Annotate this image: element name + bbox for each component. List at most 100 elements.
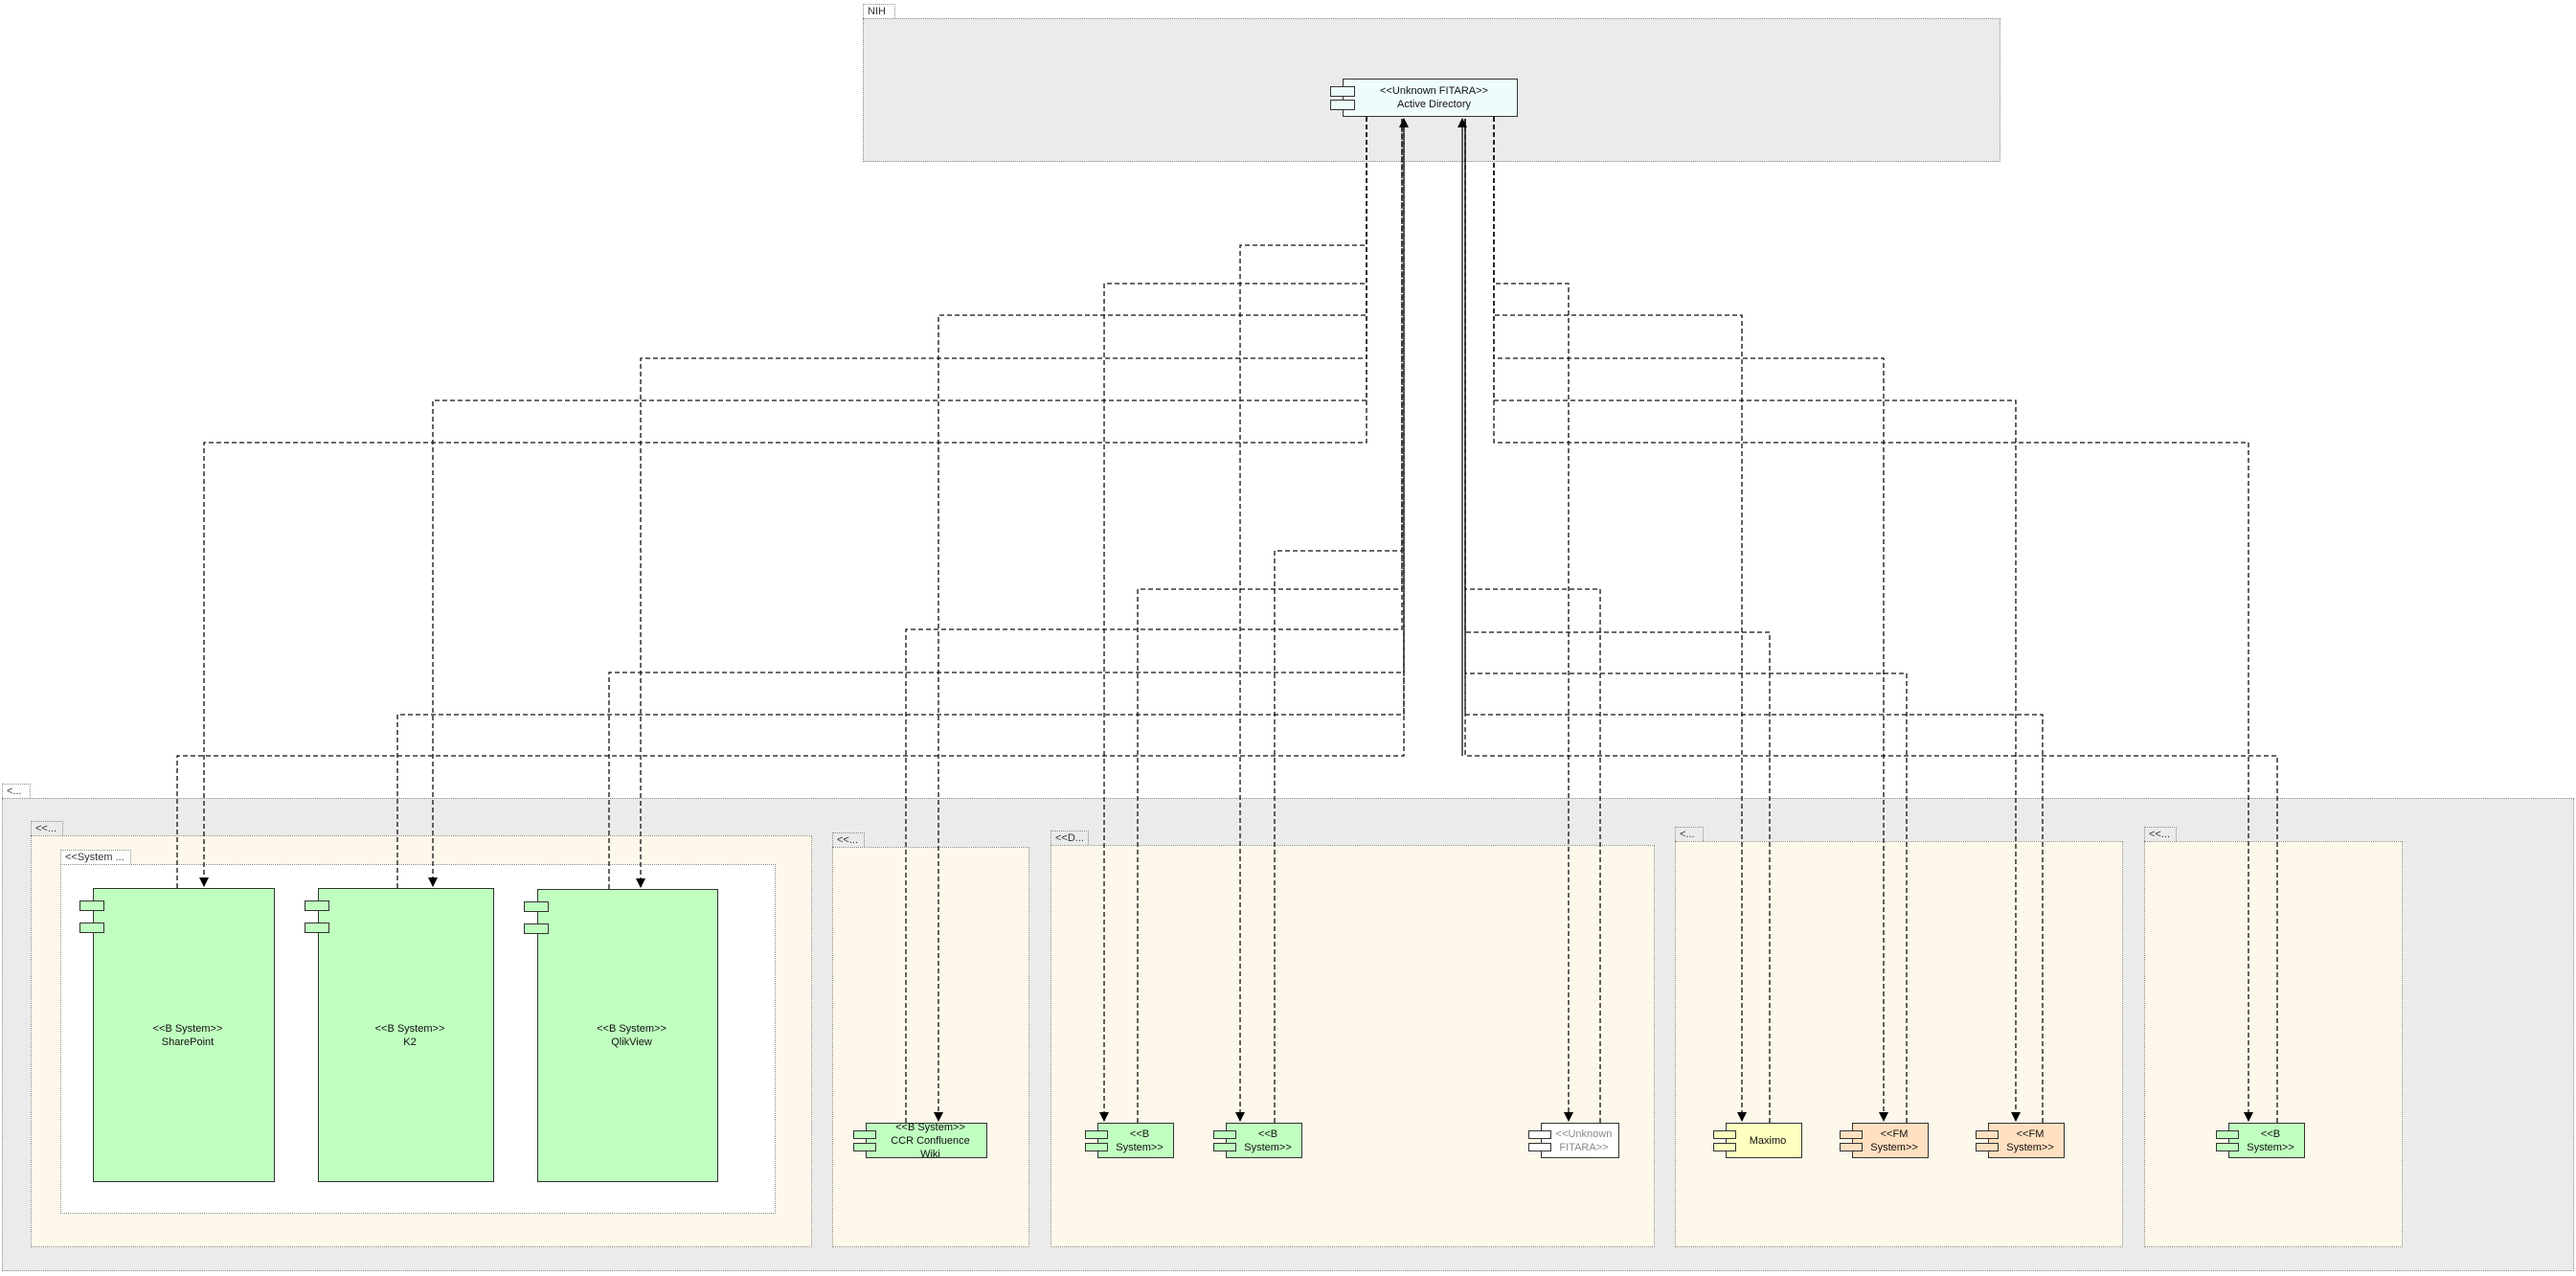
stereotype-label: System>> [1116, 1141, 1164, 1153]
dependency-line [1493, 117, 1573, 1122]
component-maximo[interactable]: Maximo [1726, 1123, 1802, 1158]
dependency-line [608, 119, 1405, 889]
stereotype-label: <<FM [2016, 1128, 2045, 1140]
component-label: <<B System>> SharePoint [140, 1022, 229, 1049]
dependency-line [905, 119, 1403, 1123]
component-name: QlikView [611, 1037, 652, 1048]
component-port-icon [1085, 1130, 1108, 1139]
stereotype-label: <<B System>> [374, 1022, 445, 1035]
component-port-icon [1528, 1143, 1551, 1151]
component-label: <<Unknown FITARA>> Active Directory [1367, 84, 1494, 111]
dependency-line [199, 117, 1367, 887]
component-port-icon [1840, 1130, 1863, 1139]
package-tab-group-a-inner: <<System ... [60, 850, 131, 864]
component-port-icon [524, 923, 549, 934]
package-tab-group-a: <<... [31, 821, 63, 835]
component-port-icon [305, 900, 329, 911]
component-port-icon [524, 901, 549, 912]
dependency-line [1099, 117, 1367, 1122]
stereotype-label: System>> [1244, 1141, 1292, 1153]
component-unknown-fitara[interactable]: <<Unknown FITARA>> [1541, 1123, 1619, 1158]
package-group-d[interactable] [1675, 841, 2123, 1247]
component-label: <<B System>> [1231, 1128, 1298, 1154]
component-fm-system-2[interactable]: <<FM System>> [1988, 1123, 2065, 1158]
package-group-b[interactable] [832, 847, 1029, 1247]
component-sharepoint[interactable]: <<B System>> SharePoint [93, 888, 275, 1182]
component-k2[interactable]: <<B System>> K2 [318, 888, 494, 1182]
package-group-e[interactable] [2144, 841, 2403, 1247]
stereotype-label: FITARA>> [1559, 1141, 1609, 1153]
component-label: <<B System>> CCR Confluence Wiki [867, 1121, 986, 1161]
component-name: SharePoint [161, 1036, 215, 1048]
component-port-icon [1840, 1143, 1863, 1151]
component-port-icon [853, 1143, 876, 1151]
component-label: <<B System>> K2 [362, 1022, 451, 1049]
component-ccr-confluence-wiki[interactable]: <<B System>> CCR Confluence Wiki [866, 1121, 987, 1161]
dependency-line [1464, 119, 1601, 1123]
component-fm-system-1[interactable]: <<FM System>> [1852, 1123, 1929, 1158]
dependency-line [1493, 117, 2021, 1122]
component-qlikview[interactable]: <<B System>> QlikView [537, 889, 718, 1182]
dependency-line [1493, 117, 2253, 1122]
component-port-icon [1330, 86, 1355, 97]
dependency-line [1493, 117, 1747, 1122]
component-port-icon [853, 1130, 876, 1139]
package-tab-nih: NIH [863, 4, 895, 18]
component-port-icon [1528, 1130, 1551, 1139]
stereotype-label: System>> [1870, 1141, 1918, 1153]
dependency-line [636, 117, 1367, 888]
package-tab-group-b: <<... [832, 832, 865, 847]
component-active-directory[interactable]: <<Unknown FITARA>> Active Directory [1343, 79, 1518, 117]
component-label: <<B System>> [2233, 1128, 2300, 1154]
component-label: <<FM System>> [1857, 1128, 1924, 1154]
stereotype-label: <<FM [1880, 1128, 1909, 1140]
component-port-icon [79, 900, 104, 911]
stereotype-label: <<B [2260, 1128, 2281, 1140]
component-b-system-3[interactable]: <<B System>> [2228, 1123, 2305, 1158]
component-name: Maximo [1749, 1134, 1787, 1147]
component-port-icon [1330, 100, 1355, 110]
component-port-icon [2216, 1143, 2239, 1151]
component-name: K2 [403, 1036, 417, 1048]
component-label: Maximo [1736, 1134, 1793, 1148]
dependency-line [396, 119, 1405, 888]
dependency-line [176, 118, 1409, 888]
stereotype-label: <<B [1257, 1128, 1278, 1140]
component-port-icon [305, 923, 329, 933]
component-label: <<FM System>> [1993, 1128, 2060, 1154]
component-port-icon [1085, 1143, 1108, 1151]
stereotype-label: System>> [2247, 1141, 2294, 1153]
package-tab-group-e: <<... [2144, 827, 2177, 841]
component-b-system-1[interactable]: <<B System>> [1097, 1123, 1174, 1158]
dependency-line [1464, 119, 1771, 1123]
dependency-line [1137, 119, 1403, 1123]
dependency-line [1493, 117, 1888, 1122]
stereotype-label: <<B System>> [895, 1121, 965, 1133]
component-label: <<B System>> QlikView [583, 1022, 672, 1049]
component-port-icon [1213, 1143, 1236, 1151]
package-group-c[interactable] [1051, 845, 1655, 1247]
package-tab-group-d: <... [1675, 827, 1704, 841]
component-port-icon [1976, 1143, 1999, 1151]
component-port-icon [1713, 1130, 1736, 1139]
component-port-icon [1213, 1130, 1236, 1139]
component-name: CCR Confluence Wiki [891, 1134, 970, 1160]
component-label: <<B System>> [1102, 1128, 1169, 1154]
dependency-line [1235, 117, 1367, 1122]
component-port-icon [1713, 1143, 1736, 1151]
component-port-icon [79, 923, 104, 933]
stereotype-label: <<B System>> [152, 1022, 223, 1035]
stereotype-label: <<Unknown [1555, 1128, 1613, 1140]
component-name: Active Directory [1396, 99, 1472, 110]
dependency-line [1274, 119, 1403, 1123]
stereotype-label: <<Unknown FITARA>> [1380, 85, 1488, 97]
dependency-line [428, 117, 1367, 887]
stereotype-label: <<B [1129, 1128, 1150, 1140]
component-label: <<Unknown FITARA>> [1543, 1128, 1618, 1154]
package-tab-outer: <... [2, 784, 31, 798]
dependency-line [934, 117, 1367, 1122]
dependency-line [1464, 119, 1908, 1123]
component-b-system-2[interactable]: <<B System>> [1226, 1123, 1302, 1158]
stereotype-label: System>> [2006, 1141, 2054, 1153]
